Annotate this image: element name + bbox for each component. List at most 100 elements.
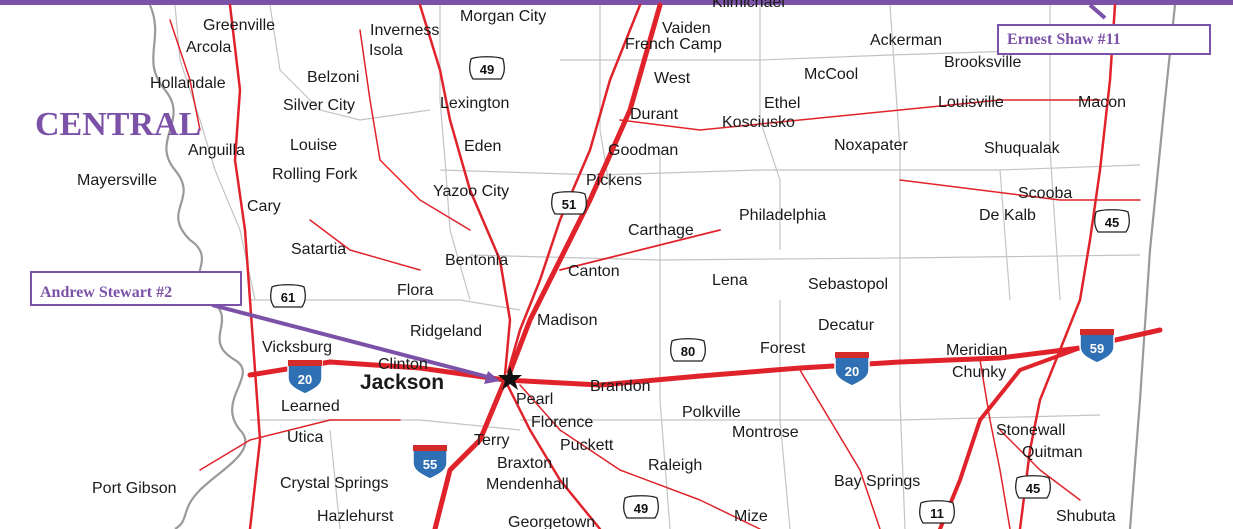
town-label: Pickens — [586, 172, 643, 189]
town-label: Ridgeland — [410, 323, 483, 340]
town-label: Stonewall — [996, 422, 1066, 439]
callout-andrew-stewart[interactable]: Andrew Stewart #2 — [30, 271, 242, 306]
county-lines — [174, 4, 1141, 529]
town-label: Greenville — [203, 17, 276, 34]
town-label: Kosciusko — [722, 114, 795, 131]
town-label: Crystal Springs — [280, 475, 389, 492]
town-label: Macon — [1078, 94, 1127, 111]
shield-us45-north: 45 — [1094, 209, 1130, 233]
town-label: Forest — [760, 340, 806, 357]
town-label: Louisville — [938, 94, 1004, 111]
town-label: Morgan City — [460, 8, 547, 25]
town-label: Lena — [712, 272, 748, 289]
top-border — [0, 0, 1233, 5]
town-label: Polkville — [682, 404, 741, 421]
callout-ernest-shaw[interactable]: Ernest Shaw #11 — [997, 24, 1211, 55]
town-label: Utica — [287, 429, 324, 446]
shield-i20-east: 20 — [834, 351, 870, 387]
shield-us51: 51 — [551, 191, 587, 215]
roads — [169, 2, 1163, 529]
town-label: Cary — [247, 198, 281, 215]
town-label: Hazlehurst — [317, 508, 394, 525]
shield-label: 20 — [845, 364, 859, 379]
town-label: Carthage — [628, 222, 694, 239]
town-label: Braxton — [497, 455, 553, 472]
town-label: Bentonia — [445, 252, 509, 269]
town-label: Ackerman — [870, 32, 943, 49]
town-label: Puckett — [560, 437, 614, 454]
town-label: Yazoo City — [433, 183, 510, 200]
town-label: Satartia — [291, 241, 347, 258]
svg-text:11: 11 — [930, 506, 944, 521]
town-label: Silver City — [283, 97, 356, 114]
town-label: Mayersville — [77, 172, 158, 189]
svg-text:51: 51 — [562, 197, 576, 212]
region-label: CENTRAL — [35, 106, 202, 143]
town-label: Bay Springs — [834, 473, 921, 490]
town-label: De Kalb — [979, 207, 1036, 224]
town-label: Lexington — [440, 95, 510, 112]
town-label: Canton — [568, 263, 620, 280]
svg-text:80: 80 — [681, 344, 695, 359]
town-label: Brandon — [590, 378, 651, 395]
town-label: McCool — [804, 66, 859, 83]
town-label: Inverness — [370, 22, 440, 39]
shield-i55: 55 — [412, 444, 448, 480]
shield-label: 20 — [298, 372, 312, 387]
shield-us80: 80 — [670, 338, 706, 362]
interstate-shields: 20 20 55 59 — [287, 328, 1115, 480]
town-label: Georgetown — [508, 514, 596, 529]
shield-label: 59 — [1090, 341, 1104, 356]
svg-text:45: 45 — [1026, 481, 1040, 496]
town-label: Chunky — [952, 364, 1007, 381]
town-label: Kilmichael — [712, 0, 785, 11]
town-label: Learned — [281, 398, 340, 415]
town-label: Durant — [630, 106, 679, 123]
town-label: Louise — [290, 137, 338, 154]
town-label: Hollandale — [150, 75, 226, 92]
town-label: Eden — [464, 138, 502, 155]
svg-text:49: 49 — [634, 501, 648, 516]
town-label: Sebastopol — [808, 276, 889, 293]
town-label: Anguilla — [188, 142, 245, 159]
svg-text:49: 49 — [480, 62, 494, 77]
town-label: Brooksville — [944, 54, 1022, 71]
town-label: Ethel — [764, 95, 801, 112]
town-label: Raleigh — [648, 457, 703, 474]
shield-label: 55 — [423, 457, 437, 472]
us-shields: 49 51 61 80 45 45 — [270, 56, 1130, 524]
town-label: West — [654, 70, 691, 87]
shield-us61: 61 — [270, 284, 306, 308]
town-label: Clinton — [378, 356, 428, 373]
svg-text:61: 61 — [281, 290, 295, 305]
town-label: Pearl — [516, 391, 554, 408]
shield-i20-west: 20 — [287, 359, 323, 395]
town-label: Goodman — [608, 142, 679, 159]
town-label: Belzoni — [307, 69, 360, 86]
town-label: Decatur — [818, 317, 875, 334]
town-label: Port Gibson — [92, 480, 177, 497]
town-label: Mize — [734, 508, 768, 525]
andrew-arrow-head-icon — [484, 371, 500, 384]
town-label: Shubuta — [1056, 508, 1116, 525]
town-label: Arcola — [186, 39, 232, 56]
shield-us11: 11 — [919, 500, 955, 524]
town-label: Quitman — [1022, 444, 1083, 461]
town-label: Terry — [474, 432, 510, 449]
town-label: Meridian — [946, 342, 1008, 359]
town-label: French Camp — [625, 36, 722, 53]
town-label: Rolling Fork — [272, 166, 358, 183]
town-label: Vicksburg — [262, 339, 332, 356]
shield-us49-south: 49 — [623, 495, 659, 519]
town-label: Madison — [537, 312, 598, 329]
ernest-arrow — [1088, 3, 1107, 20]
town-label: Montrose — [732, 424, 799, 441]
town-label: Mendenhall — [486, 476, 569, 493]
town-label-capital: Jackson — [360, 371, 445, 394]
town-label: Vaiden — [662, 20, 711, 37]
andrew-arrow-line — [211, 303, 493, 380]
town-label: Shuqualak — [984, 140, 1060, 157]
town-label: Noxapater — [834, 137, 908, 154]
